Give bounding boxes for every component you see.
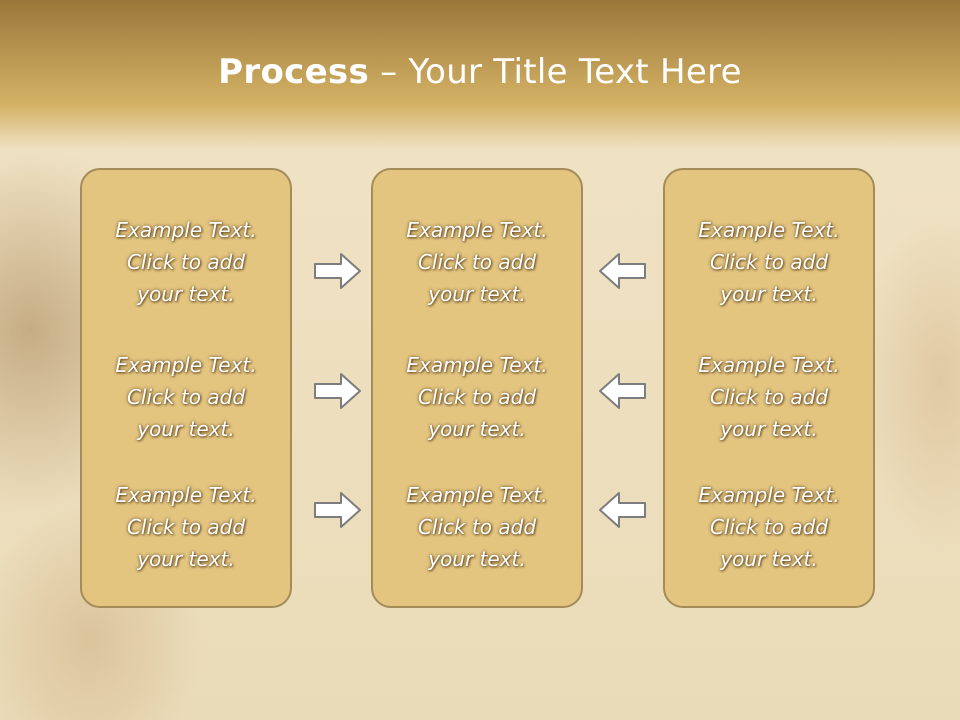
text-line: Example Text. bbox=[406, 353, 548, 377]
text-line: Click to add bbox=[126, 250, 246, 274]
text-block[interactable]: Example Text. Click to add your text. bbox=[665, 214, 873, 310]
text-line: your text. bbox=[428, 282, 526, 306]
text-line: Click to add bbox=[126, 385, 246, 409]
text-line: Click to add bbox=[417, 515, 537, 539]
text-line: Click to add bbox=[417, 385, 537, 409]
text-line: Example Text. bbox=[698, 483, 840, 507]
slide-title[interactable]: Process – Your Title Text Here bbox=[0, 52, 960, 92]
text-line: Example Text. bbox=[115, 218, 257, 242]
text-block[interactable]: Example Text. Click to add your text. bbox=[82, 479, 290, 575]
text-block[interactable]: Example Text. Click to add your text. bbox=[665, 349, 873, 445]
arrow-right-icon[interactable] bbox=[313, 490, 363, 530]
text-line: Example Text. bbox=[406, 218, 548, 242]
text-line: Click to add bbox=[709, 515, 829, 539]
text-line: Click to add bbox=[709, 385, 829, 409]
arrow-right-icon[interactable] bbox=[313, 371, 363, 411]
text-block[interactable]: Example Text. Click to add your text. bbox=[373, 349, 581, 445]
text-block[interactable]: Example Text. Click to add your text. bbox=[373, 479, 581, 575]
text-line: Click to add bbox=[417, 250, 537, 274]
arrow-right-icon[interactable] bbox=[313, 251, 363, 291]
text-line: Click to add bbox=[709, 250, 829, 274]
text-line: Example Text. bbox=[698, 218, 840, 242]
text-line: Example Text. bbox=[115, 483, 257, 507]
text-block[interactable]: Example Text. Click to add your text. bbox=[665, 479, 873, 575]
arrow-left-icon[interactable] bbox=[597, 490, 647, 530]
arrow-left-icon[interactable] bbox=[597, 251, 647, 291]
text-block[interactable]: Example Text. Click to add your text. bbox=[373, 214, 581, 310]
title-separator: – bbox=[380, 52, 398, 92]
process-box-center[interactable]: Example Text. Click to add your text. Ex… bbox=[371, 168, 583, 608]
text-line: your text. bbox=[137, 417, 235, 441]
text-line: your text. bbox=[720, 417, 818, 441]
title-text: Your Title Text Here bbox=[408, 52, 742, 92]
process-box-right[interactable]: Example Text. Click to add your text. Ex… bbox=[663, 168, 875, 608]
text-line: Example Text. bbox=[698, 353, 840, 377]
text-line: your text. bbox=[137, 547, 235, 571]
title-bar bbox=[0, 0, 960, 150]
text-line: Click to add bbox=[126, 515, 246, 539]
text-line: your text. bbox=[137, 282, 235, 306]
text-line: your text. bbox=[720, 282, 818, 306]
title-bold: Process bbox=[218, 52, 370, 92]
text-block[interactable]: Example Text. Click to add your text. bbox=[82, 349, 290, 445]
text-line: Example Text. bbox=[406, 483, 548, 507]
text-block[interactable]: Example Text. Click to add your text. bbox=[82, 214, 290, 310]
text-line: your text. bbox=[428, 417, 526, 441]
arrow-left-icon[interactable] bbox=[597, 371, 647, 411]
text-line: your text. bbox=[428, 547, 526, 571]
process-box-left[interactable]: Example Text. Click to add your text. Ex… bbox=[80, 168, 292, 608]
text-line: your text. bbox=[720, 547, 818, 571]
text-line: Example Text. bbox=[115, 353, 257, 377]
